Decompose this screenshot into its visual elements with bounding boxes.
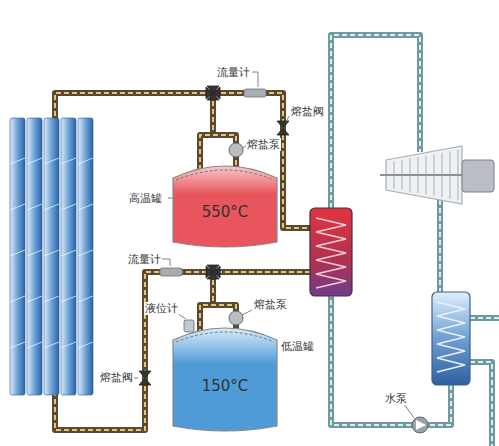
leader-line	[162, 259, 170, 266]
turbine-shaft	[380, 174, 464, 176]
tank-body	[173, 328, 277, 431]
panel-seam	[27, 250, 42, 256]
panel-seam	[61, 250, 76, 256]
tank-name: 低温罐	[280, 340, 315, 353]
panel-seam	[78, 204, 93, 210]
storage-tank: 低温罐150°C	[172, 322, 278, 432]
pipe-flow	[470, 362, 492, 446]
panel-strip	[44, 118, 59, 395]
panel-seam	[78, 342, 93, 348]
panel-seam	[61, 158, 76, 164]
flow-meter	[160, 268, 182, 276]
panel-seam	[61, 342, 76, 348]
pump-arrow	[416, 420, 426, 430]
panel-strip	[27, 118, 42, 395]
storage-tank: 高温罐550°C	[172, 160, 278, 248]
coil	[316, 218, 346, 288]
panel-seam	[78, 158, 93, 164]
tank-rim	[176, 332, 274, 342]
water-pipe	[470, 315, 499, 321]
temperature-label: 150°C	[172, 377, 278, 395]
leader-line	[286, 116, 289, 122]
tank-name: 高温罐	[128, 192, 163, 205]
callout-label: 熔盐泵	[246, 138, 281, 151]
valve-symbol	[139, 371, 151, 385]
panel-seam	[10, 342, 25, 348]
valve-symbol	[207, 265, 219, 279]
condenser	[432, 292, 470, 385]
panel-seam	[78, 250, 93, 256]
panel-seam	[27, 158, 42, 164]
flow-meter	[244, 89, 266, 97]
panel-seam	[61, 204, 76, 210]
water-pipe	[437, 200, 443, 292]
panel-seam	[44, 158, 59, 164]
salt-pipe	[213, 269, 310, 275]
leader-line	[134, 378, 138, 379]
callout-label: 熔盐阀	[290, 105, 325, 118]
valve-symbol	[207, 86, 219, 100]
panel-seam	[61, 296, 76, 302]
panel-seam	[44, 342, 59, 348]
panel-seam	[44, 250, 59, 256]
panel-strip	[78, 118, 93, 395]
callout-label: 流量计	[127, 253, 162, 266]
panel-seam	[44, 204, 59, 210]
valve-symbol	[277, 121, 289, 135]
panel-seam	[10, 158, 25, 164]
callout-label: 熔盐泵	[253, 298, 288, 311]
generator	[462, 160, 494, 192]
callout-label: 流量计	[216, 66, 251, 79]
coil	[437, 302, 465, 372]
callout-label: 熔盐阀	[99, 371, 134, 384]
panel-seam	[10, 296, 25, 302]
pipe-flow	[213, 271, 310, 273]
temperature-label: 550°C	[172, 203, 278, 221]
callout-label: 液位计	[144, 302, 179, 315]
valve-symbol	[206, 87, 220, 99]
panel-seam	[10, 250, 25, 256]
panel-seam	[27, 296, 42, 302]
level-gauge	[184, 320, 194, 332]
solar-panels	[10, 118, 93, 395]
panel-seam	[27, 204, 42, 210]
pump-motor	[229, 143, 243, 157]
panel-seam	[78, 296, 93, 302]
water-pump	[412, 417, 428, 433]
leader-line	[404, 404, 414, 418]
panel-strip	[10, 118, 25, 395]
pump-motor	[229, 311, 243, 325]
panel-seam	[10, 204, 25, 210]
leader-line	[242, 310, 252, 315]
leader-line	[178, 314, 186, 319]
heat-exchanger	[310, 208, 352, 296]
callout-label: 水泵	[384, 392, 408, 405]
tank-body	[173, 166, 277, 247]
panel-seam	[44, 296, 59, 302]
tank-rim	[176, 170, 274, 180]
panel-strip	[61, 118, 76, 395]
valve-symbol	[206, 266, 220, 278]
pipe-flow	[470, 317, 499, 319]
water-pipe	[470, 362, 492, 446]
pipe-flow	[439, 200, 441, 292]
leader-line	[252, 72, 258, 87]
panel-seam	[27, 342, 42, 348]
